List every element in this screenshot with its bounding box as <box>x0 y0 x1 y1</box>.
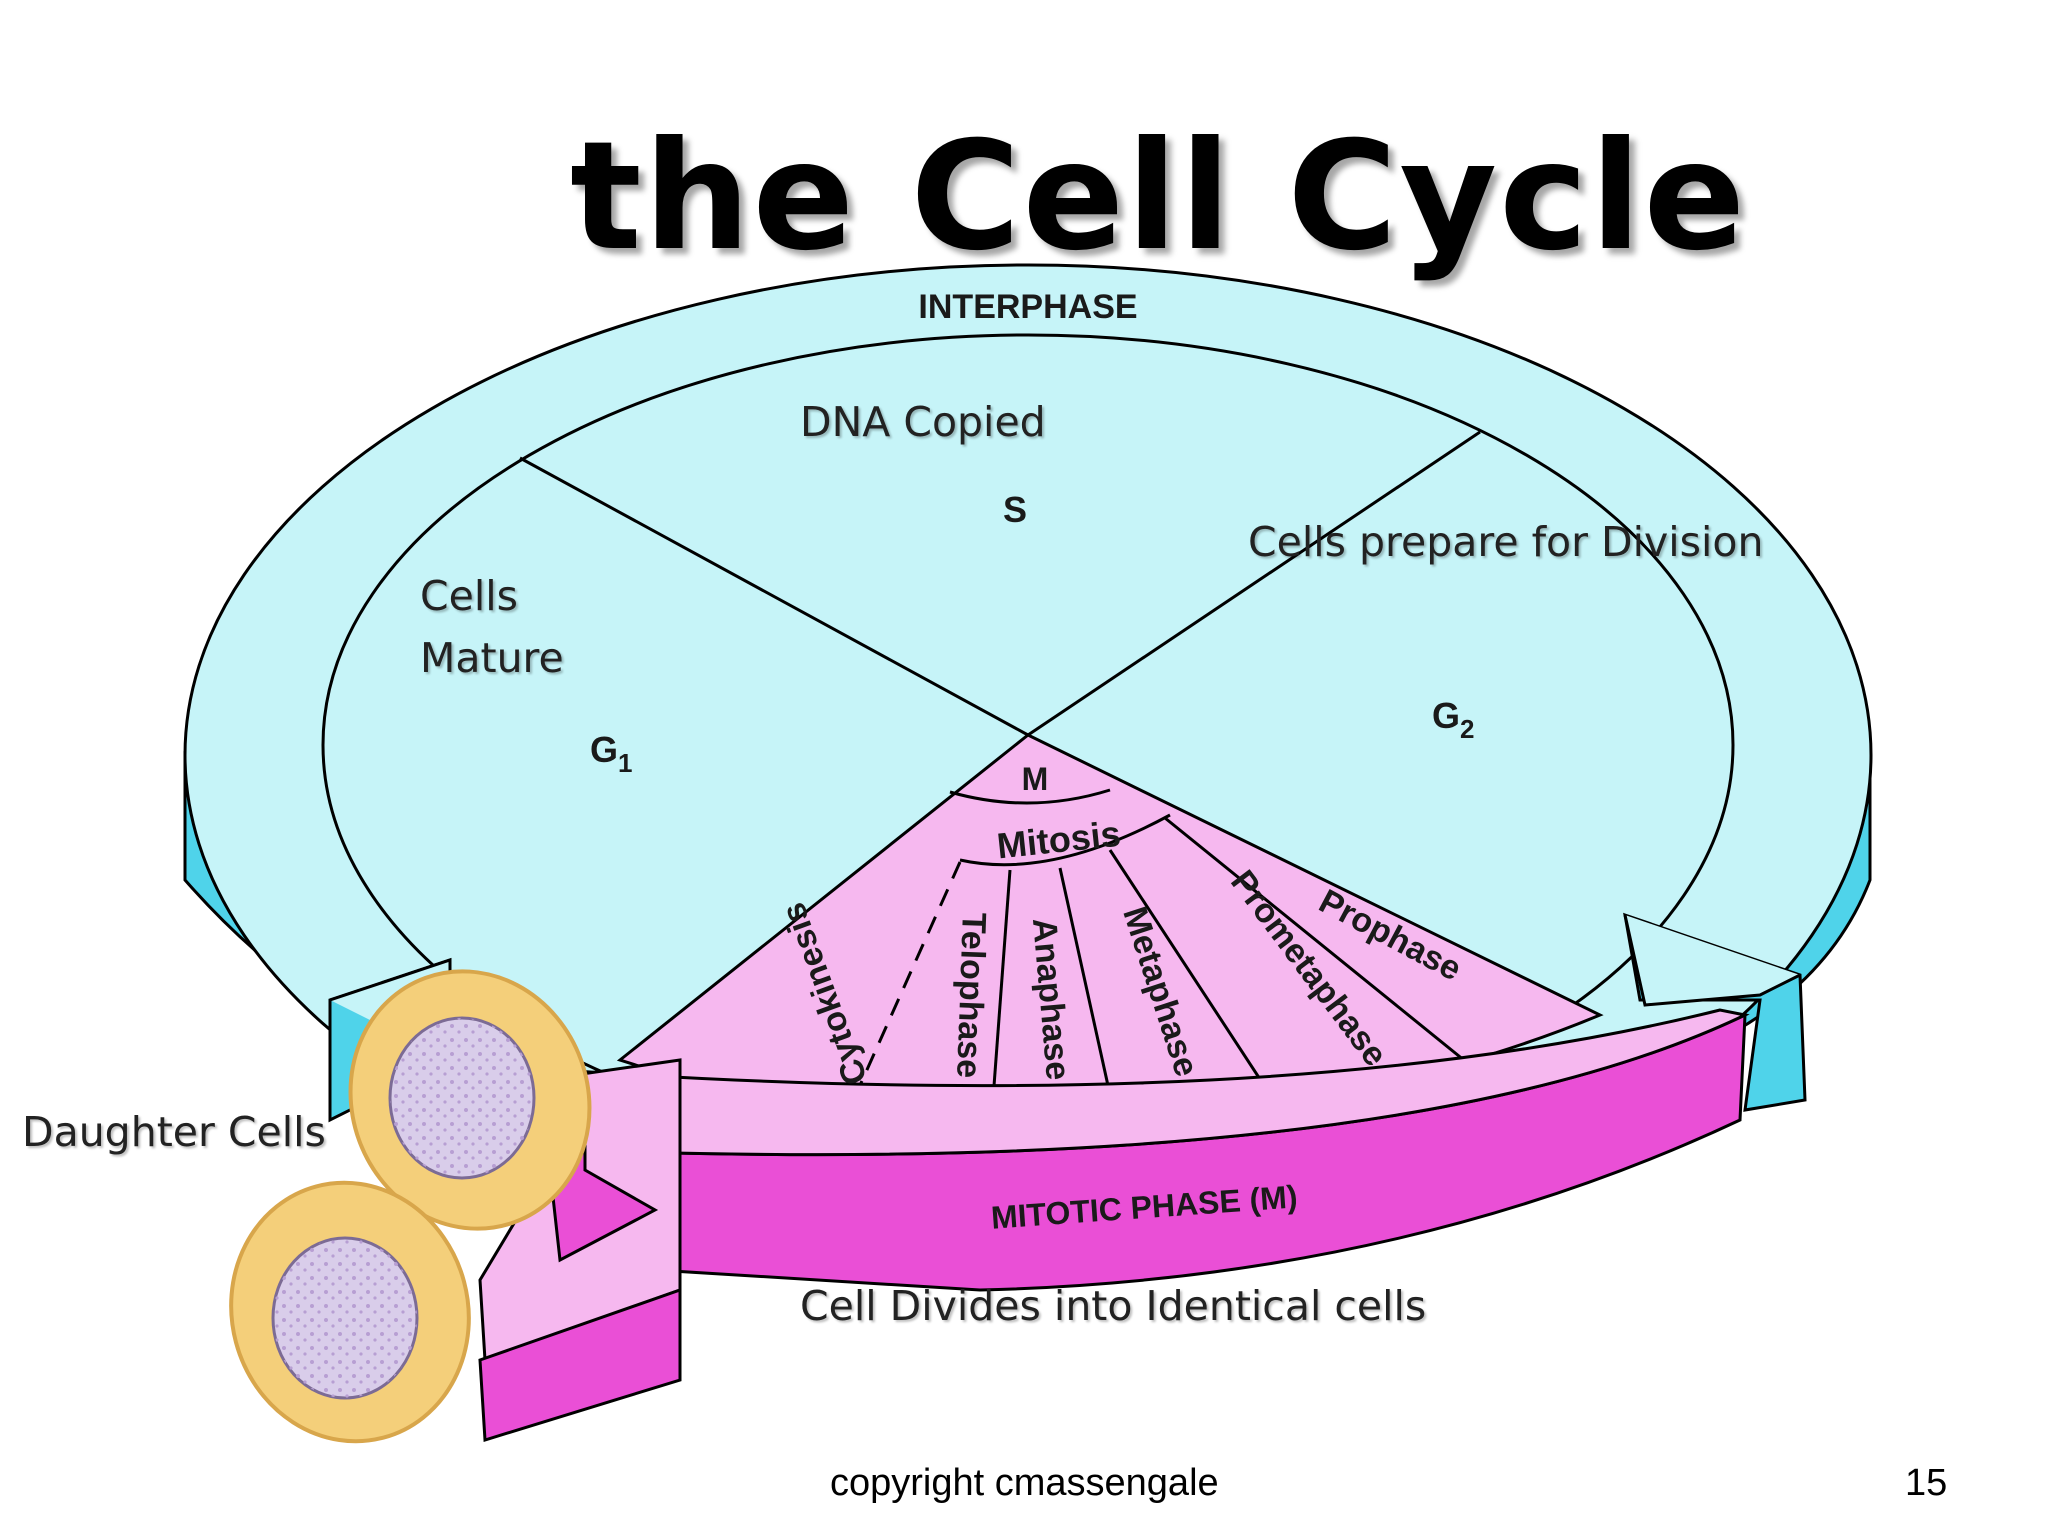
phase-line-5 <box>1164 816 1471 1067</box>
annotation-daughter-cells: Daughter Cells <box>22 1108 326 1156</box>
phase-label-telophase: Telophase <box>949 912 993 1079</box>
g1-label: G1 <box>590 729 632 778</box>
daughter-cell-2 <box>229 1180 471 1444</box>
divider-g1-s <box>519 456 1029 737</box>
annotation-cells-prepare: Cells prepare for Division <box>1248 518 1764 566</box>
mitotic-arrowhead-side <box>478 1287 682 1442</box>
divider-s-g2 <box>1027 430 1481 737</box>
annotation-cells-mature-line2: Mature <box>420 634 564 682</box>
daughter-cell-1 <box>348 969 592 1231</box>
annotation-dna-copied: DNA Copied <box>800 398 1046 446</box>
s-label: S <box>1003 489 1027 530</box>
m-arc <box>949 788 1111 805</box>
interphase-arrowhead-face <box>1623 914 1801 1007</box>
mitosis-arc <box>959 813 1171 867</box>
interphase-label: INTERPHASE <box>918 288 1137 326</box>
page-title: the Cell Cycle <box>570 110 1748 284</box>
g2-label: G2 <box>1432 695 1474 744</box>
m-label: M <box>1022 761 1049 797</box>
annotation-cells-mature-line1: Cells <box>420 572 518 620</box>
annotation-cell-divides: Cell Divides into Identical cells <box>800 1282 1427 1330</box>
page-number: 15 <box>1905 1462 1948 1504</box>
copyright-text: copyright cmassengale <box>830 1462 1219 1504</box>
